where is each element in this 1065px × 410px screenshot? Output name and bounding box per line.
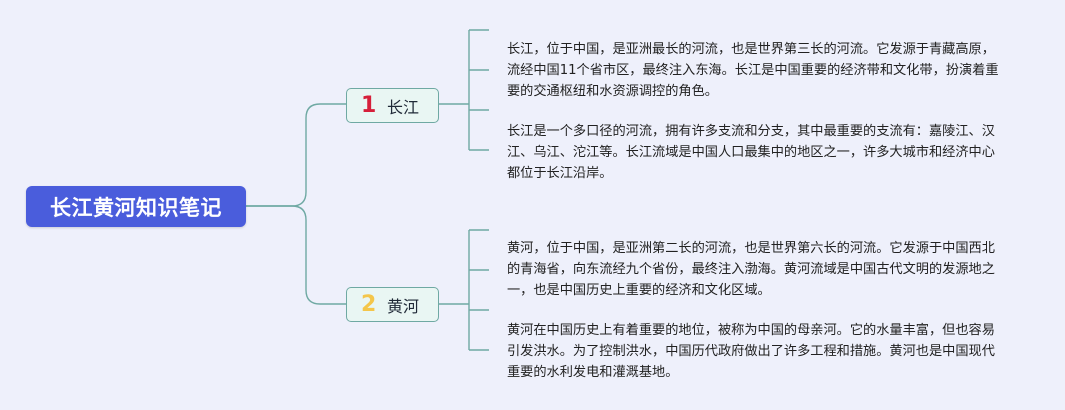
branch-1-label: 长江 xyxy=(387,97,420,117)
branch-1-note-2[interactable]: 长江是一个多口径的河流，拥有许多支流和分支，其中最重要的支流有：嘉陵江、汉江、乌… xyxy=(507,124,995,181)
branch-topic-2[interactable]: 2 黄河 xyxy=(346,287,439,322)
branch-1-note-1[interactable]: 长江，位于中国，是亚洲最长的河流，也是世界第三长的河流。它发源于青藏高原，流经中… xyxy=(507,42,999,99)
branch-1-number: 1 xyxy=(361,93,377,118)
branch-2-number: 2 xyxy=(361,292,377,317)
connector-root-branch-1 xyxy=(246,103,346,207)
connector-root-branch-2 xyxy=(246,205,346,305)
branch-2-note-1[interactable]: 黄河，位于中国，是亚洲第二长的河流，也是世界第六长的河流。它发源于中国西北的青海… xyxy=(507,241,995,298)
root-topic-label: 长江黄河知识笔记 xyxy=(50,195,222,220)
branch-topic-1[interactable]: 1 长江 xyxy=(346,88,439,123)
branch-2-note-2[interactable]: 黄河在中国历史上有着重要的地位，被称为中国的母亲河。它的水量丰富，但也容易引发洪… xyxy=(507,323,995,380)
branch-2-label: 黄河 xyxy=(387,296,420,316)
root-topic[interactable]: 长江黄河知识笔记 xyxy=(26,186,246,227)
